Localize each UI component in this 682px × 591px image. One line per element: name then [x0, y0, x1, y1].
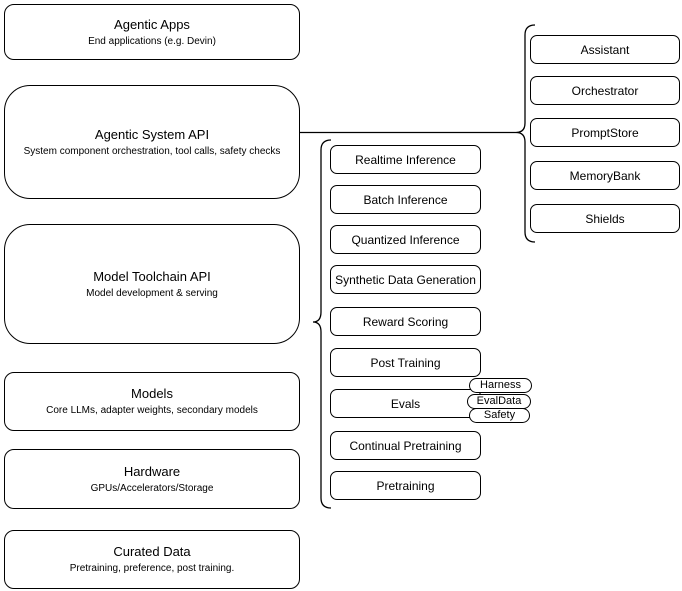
node-hardware: Hardware GPUs/Accelerators/Storage — [4, 449, 300, 509]
toolchain-components-brace — [312, 139, 332, 509]
node-curated-data: Curated Data Pretraining, preference, po… — [4, 530, 300, 589]
node-agentic-apps: Agentic Apps End applications (e.g. Devi… — [4, 4, 300, 60]
node-memorybank: MemoryBank — [530, 161, 680, 190]
node-pretraining: Pretraining — [330, 471, 481, 500]
node-subtitle: System component orchestration, tool cal… — [23, 145, 281, 157]
node-orchestrator: Orchestrator — [530, 76, 680, 105]
node-model-toolchain-api: Model Toolchain API Model development & … — [4, 224, 300, 344]
node-title: Agentic System API — [94, 126, 210, 142]
node-synthetic-data-generation: Synthetic Data Generation — [330, 265, 481, 294]
node-evals: Evals — [330, 389, 481, 418]
tag-harness: Harness — [469, 378, 532, 393]
node-post-training: Post Training — [330, 348, 481, 377]
node-batch-inference: Batch Inference — [330, 185, 481, 214]
node-title: Hardware — [123, 463, 181, 479]
node-subtitle: End applications (e.g. Devin) — [88, 35, 216, 47]
node-title: Model Toolchain API — [93, 268, 211, 284]
node-continual-pretraining: Continual Pretraining — [330, 431, 481, 460]
node-realtime-inference: Realtime Inference — [330, 145, 481, 174]
node-subtitle: Core LLMs, adapter weights, secondary mo… — [46, 405, 258, 416]
node-models: Models Core LLMs, adapter weights, secon… — [4, 372, 300, 431]
node-title: Agentic Apps — [114, 16, 190, 32]
node-subtitle: Model development & serving — [86, 287, 218, 299]
node-title: Models — [131, 386, 173, 401]
node-quantized-inference: Quantized Inference — [330, 225, 481, 254]
tag-safety: Safety — [469, 408, 530, 423]
node-promptstore: PromptStore — [530, 118, 680, 147]
node-title: Curated Data — [113, 544, 191, 559]
tag-evaldata: EvalData — [467, 394, 531, 409]
node-assistant: Assistant — [530, 35, 680, 64]
node-agentic-system-api: Agentic System API System component orch… — [4, 85, 300, 199]
node-subtitle: GPUs/Accelerators/Storage — [90, 482, 214, 494]
node-subtitle: Pretraining, preference, post training. — [69, 563, 235, 574]
node-shields: Shields — [530, 204, 680, 233]
node-reward-scoring: Reward Scoring — [330, 307, 481, 336]
